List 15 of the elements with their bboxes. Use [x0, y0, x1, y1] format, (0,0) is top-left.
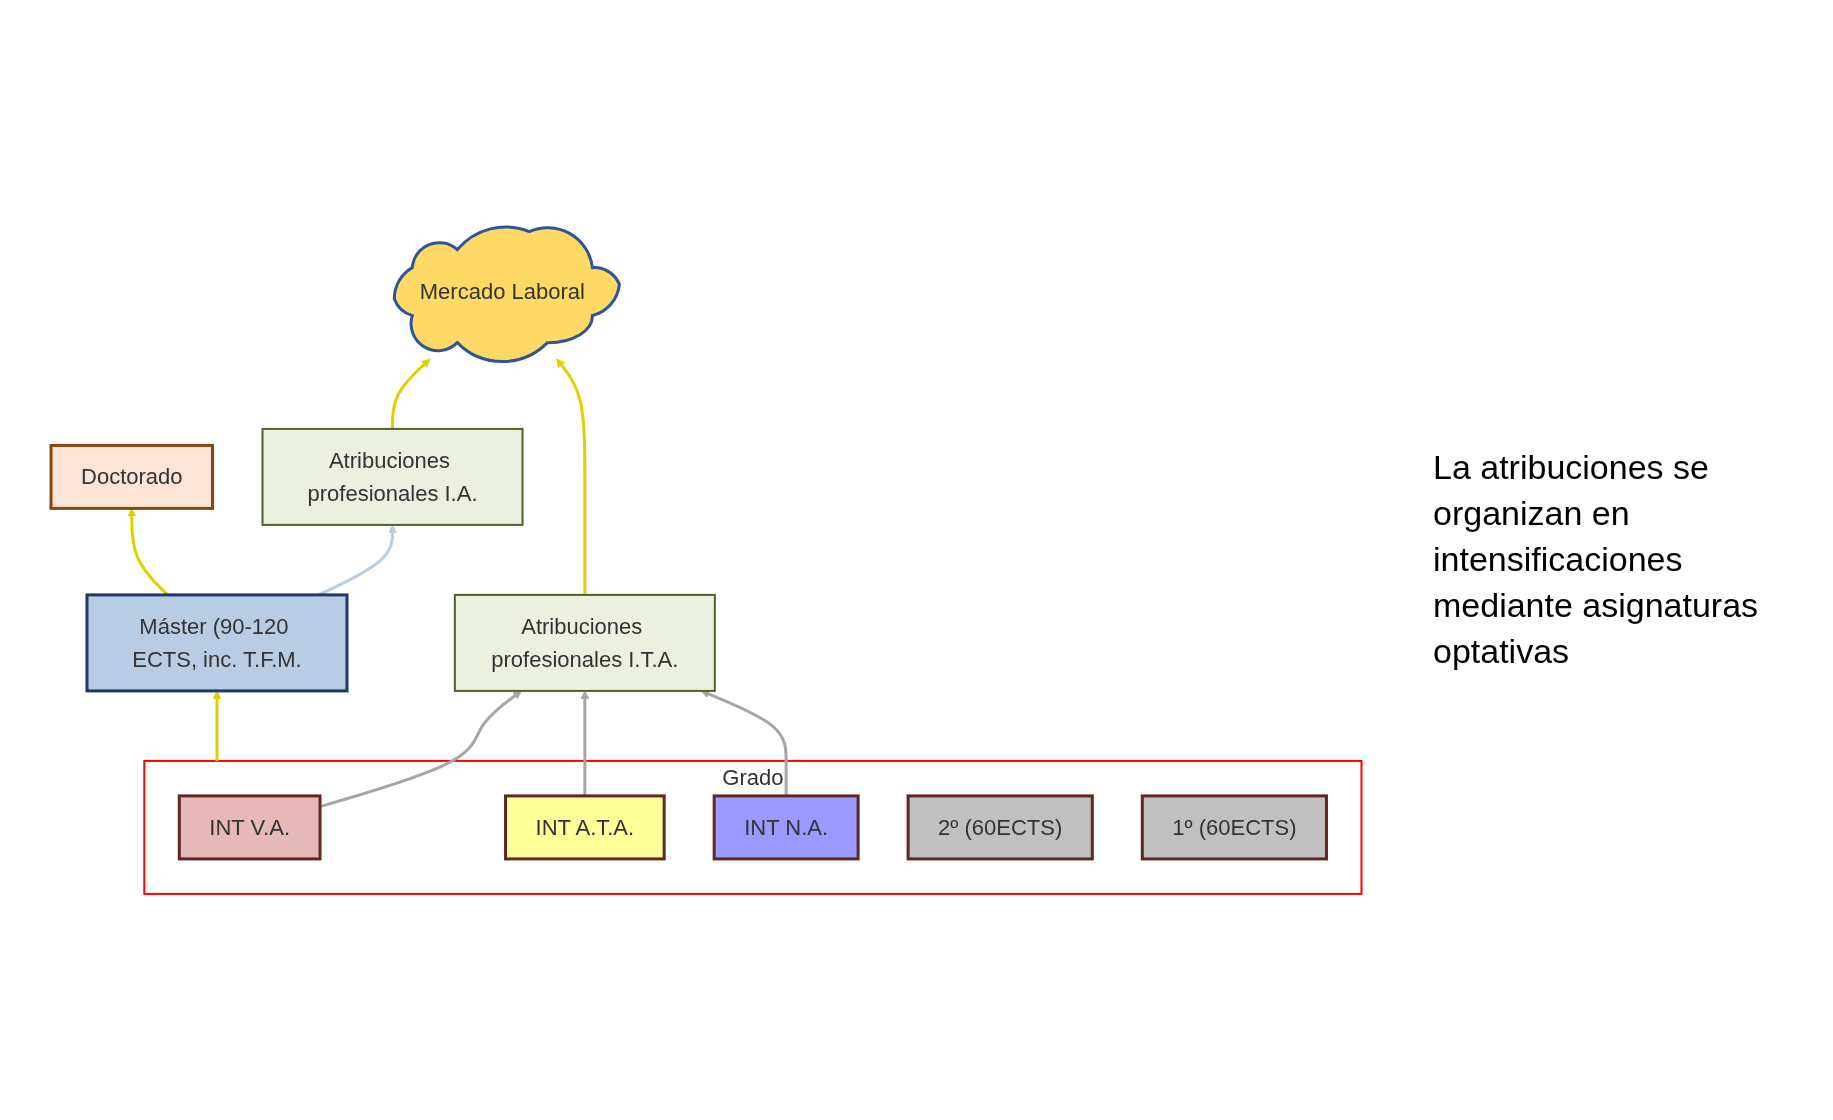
- arrow: [391, 358, 431, 429]
- arrow: [556, 358, 587, 595]
- node-box: Atribuciones profesionales I.T.A.: [454, 593, 717, 692]
- note-text: La atribuciones se organizan en intensificaciones mediante asignaturas optativas: [1433, 447, 1760, 672]
- node-box: INT A.T.A.: [504, 793, 666, 860]
- node-box: INT V.A.: [178, 793, 322, 860]
- node-box: Atribuciones profesionales I.A.: [261, 427, 524, 526]
- node-box: Máster (90-120 ECTS, inc. T.F.M.: [85, 592, 349, 692]
- node-box: INT N.A.: [712, 793, 860, 860]
- arrow: [701, 689, 788, 796]
- node-box: Doctorado: [49, 443, 215, 510]
- node-box: 2º (60ECTS): [906, 793, 1095, 860]
- arrow: [580, 690, 590, 796]
- node-box: 1º (60ECTS): [1141, 793, 1329, 860]
- arrow: [212, 690, 222, 761]
